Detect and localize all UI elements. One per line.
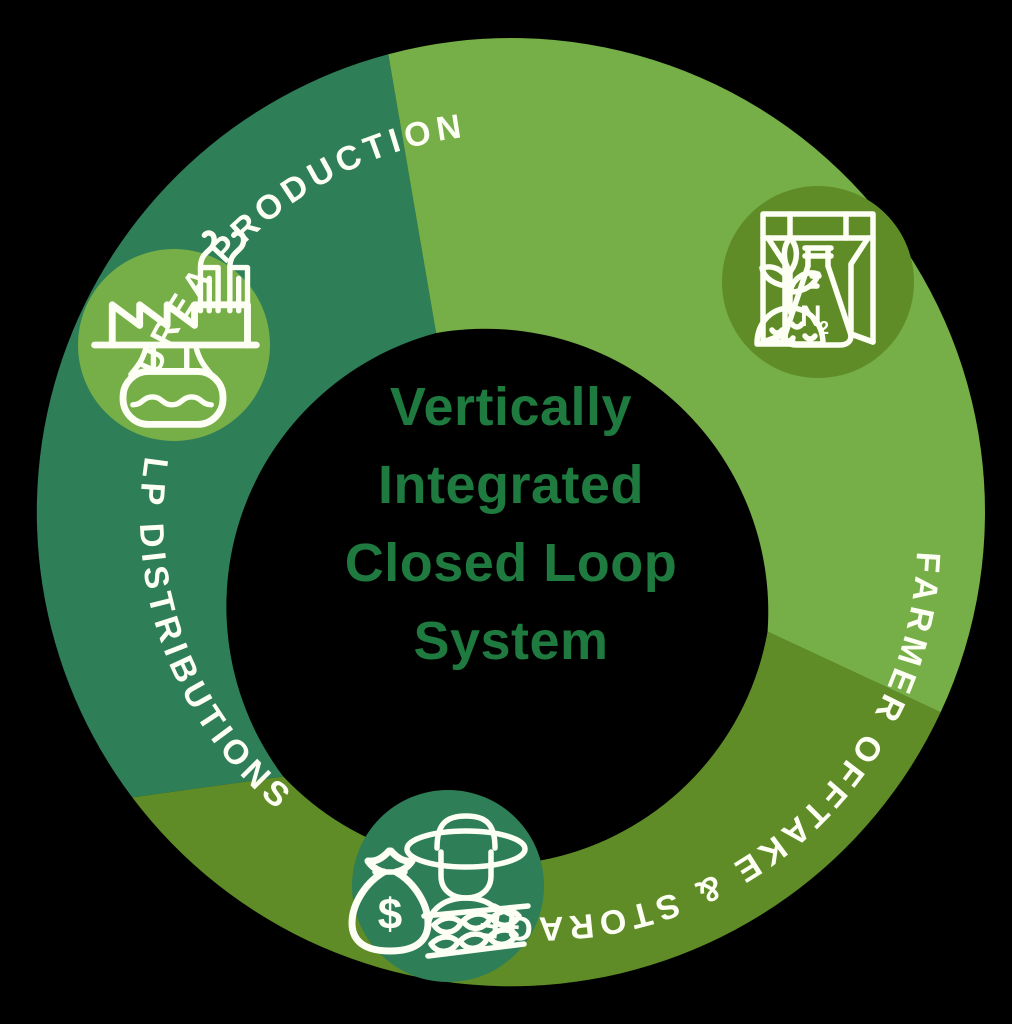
center-title-line-1: Vertically	[390, 377, 632, 437]
center-title-line-2: Integrated	[378, 455, 644, 515]
factory-icon	[91, 230, 260, 428]
ring-segment-farmer-offtake[interactable]	[132, 631, 941, 987]
ring-segment-lp-distributions[interactable]	[36, 54, 437, 798]
center-title-line-3: Closed Loop	[345, 533, 677, 593]
center-title: Vertically Integrated Closed Loop System	[345, 377, 677, 671]
fertilizer-bag-icon: N 2	[754, 211, 876, 348]
farmer-money-crops-icon: $	[348, 813, 531, 959]
fertilizer-chem-subscript: 2	[819, 318, 829, 338]
dollar-sign-label: $	[378, 890, 402, 939]
center-title-line-4: System	[413, 611, 608, 671]
